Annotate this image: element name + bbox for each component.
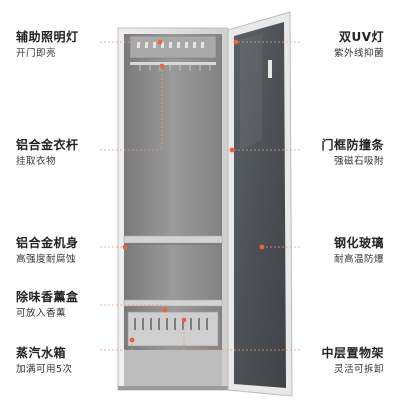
feature-aux-light: 辅助照明灯 开门即亮 — [16, 30, 79, 60]
cabinet-base — [124, 350, 222, 386]
feature-subtitle: 灵活可拆卸 — [333, 364, 384, 375]
leader-lines — [100, 41, 300, 351]
feature-title: 钢化玻璃 — [333, 236, 384, 250]
feature-title: 门框防撞条 — [321, 138, 384, 152]
feature-title: 中层置物架 — [321, 346, 384, 360]
leader-dots — [122, 39, 265, 343]
feature-aluminum-body: 铝合金机身 高强度耐腐蚀 — [16, 236, 79, 266]
feature-title: 双UV灯 — [338, 30, 384, 44]
feature-aroma-box: 除味香薰盒 可放入香薰 — [16, 290, 79, 320]
feature-subtitle: 开门即亮 — [16, 48, 57, 59]
feature-steam-tank: 蒸汽水箱 加满可用5次 — [16, 346, 73, 376]
feature-subtitle: 加满可用5次 — [16, 364, 73, 375]
feature-title: 辅助照明灯 — [16, 30, 79, 44]
door-handle — [268, 60, 272, 78]
lower-shelf — [123, 299, 223, 307]
glass-reflection — [240, 34, 262, 150]
feature-subtitle: 紫外线抑菌 — [333, 48, 384, 59]
feature-title: 蒸汽水箱 — [16, 346, 67, 360]
feature-title: 除味香薰盒 — [16, 290, 79, 304]
feature-door-bumper: 门框防撞条 强磁石吸附 — [321, 138, 384, 168]
feature-title: 铝合金机身 — [16, 236, 79, 250]
middle-shelf — [123, 235, 223, 244]
feature-subtitle: 高强度耐腐蚀 — [16, 254, 77, 265]
top-light-housing — [129, 35, 217, 59]
feature-subtitle: 挂取衣物 — [16, 156, 57, 167]
feature-tempered-glass: 钢化玻璃 耐高温防爆 — [334, 236, 384, 266]
top-light-leds — [137, 42, 204, 48]
feature-subtitle: 耐高温防爆 — [333, 254, 384, 265]
feature-title: 铝合金衣杆 — [16, 138, 79, 152]
feature-subtitle: 可放入香薰 — [16, 308, 67, 319]
steam-water-tank — [127, 311, 219, 347]
feature-middle-shelf: 中层置物架 灵活可拆卸 — [321, 346, 384, 376]
feature-subtitle: 强磁石吸附 — [333, 156, 384, 167]
glass-door — [234, 22, 286, 388]
feature-hanger-rod: 铝合金衣杆 挂取衣物 — [16, 138, 79, 168]
hanger-rod — [130, 62, 216, 65]
tank-grille — [134, 318, 208, 330]
feature-dual-uv: 双UV灯 紫外线抑菌 — [334, 30, 384, 60]
